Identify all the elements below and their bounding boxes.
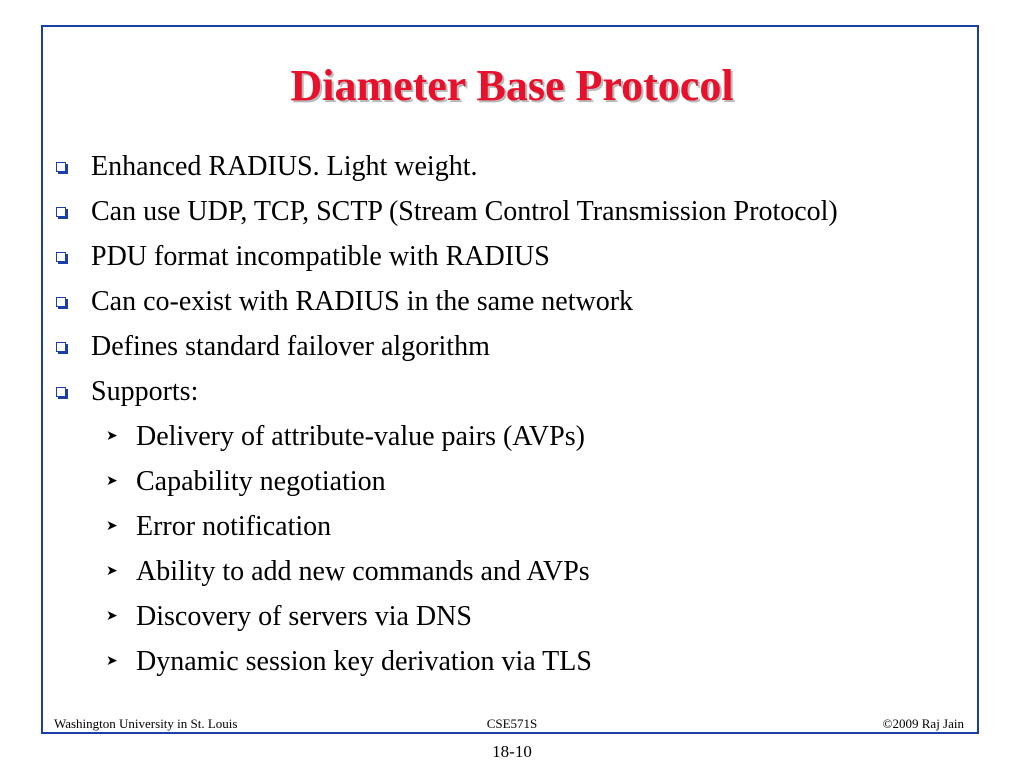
sub-bullet-item: ➤ Ability to add new commands and AVPs	[52, 555, 952, 589]
bullet-text: Supports:	[91, 376, 199, 407]
sub-bullet-item: ➤ Error notification	[52, 510, 952, 544]
footer-institution: Washington University in St. Louis	[54, 716, 238, 731]
bullet-item: Enhanced RADIUS. Light weight.	[52, 150, 952, 184]
sub-bullet-text: Ability to add new commands and AVPs	[136, 556, 590, 587]
bullet-text: PDU format incompatible with RADIUS	[91, 241, 550, 272]
bullet-item: Supports:	[52, 375, 952, 409]
footer-course: CSE571S	[486, 716, 538, 731]
slide-frame	[41, 25, 979, 734]
arrow-bullet-icon: ➤	[106, 429, 118, 444]
footer-copyright: ©2009 Raj Jain	[882, 716, 964, 731]
arrow-bullet-icon: ➤	[106, 564, 118, 579]
bullet-text: Can use UDP, TCP, SCTP (Stream Control T…	[91, 196, 838, 227]
sub-bullet-item: ➤ Delivery of attribute-value pairs (AVP…	[52, 420, 952, 454]
bullet-item: Defines standard failover algorithm	[52, 330, 952, 364]
square-bullet-icon	[56, 387, 66, 397]
arrow-bullet-icon: ➤	[106, 474, 118, 489]
square-bullet-icon	[56, 252, 66, 262]
square-bullet-icon	[56, 342, 66, 352]
bullet-item: Can co-exist with RADIUS in the same net…	[52, 285, 952, 319]
sub-bullet-item: ➤ Dynamic session key derivation via TLS	[52, 645, 952, 679]
arrow-bullet-icon: ➤	[106, 609, 118, 624]
bullet-text: Defines standard failover algorithm	[91, 331, 490, 362]
sub-bullet-text: Delivery of attribute-value pairs (AVPs)	[136, 421, 585, 452]
square-bullet-icon	[56, 297, 66, 307]
bullet-list: Enhanced RADIUS. Light weight. Can use U…	[52, 150, 952, 679]
bullet-text: Enhanced RADIUS. Light weight.	[91, 151, 478, 182]
sub-bullet-item: ➤ Capability negotiation	[52, 465, 952, 499]
slide-title: Diameter Base Protocol	[290, 61, 734, 110]
sub-bullet-item: ➤ Discovery of servers via DNS	[52, 600, 952, 634]
sub-bullet-text: Discovery of servers via DNS	[136, 601, 472, 632]
arrow-bullet-icon: ➤	[106, 654, 118, 669]
sub-bullet-text: Capability negotiation	[136, 466, 386, 497]
square-bullet-icon	[56, 207, 66, 217]
page-number: 18-10	[492, 742, 532, 761]
bullet-text: Can co-exist with RADIUS in the same net…	[91, 286, 634, 317]
square-bullet-icon	[56, 162, 66, 172]
arrow-bullet-icon: ➤	[106, 519, 118, 534]
bullet-item: PDU format incompatible with RADIUS	[52, 240, 952, 274]
sub-bullet-text: Error notification	[136, 511, 332, 542]
bullet-item: Can use UDP, TCP, SCTP (Stream Control T…	[52, 195, 911, 229]
sub-bullet-text: Dynamic session key derivation via TLS	[136, 646, 592, 677]
